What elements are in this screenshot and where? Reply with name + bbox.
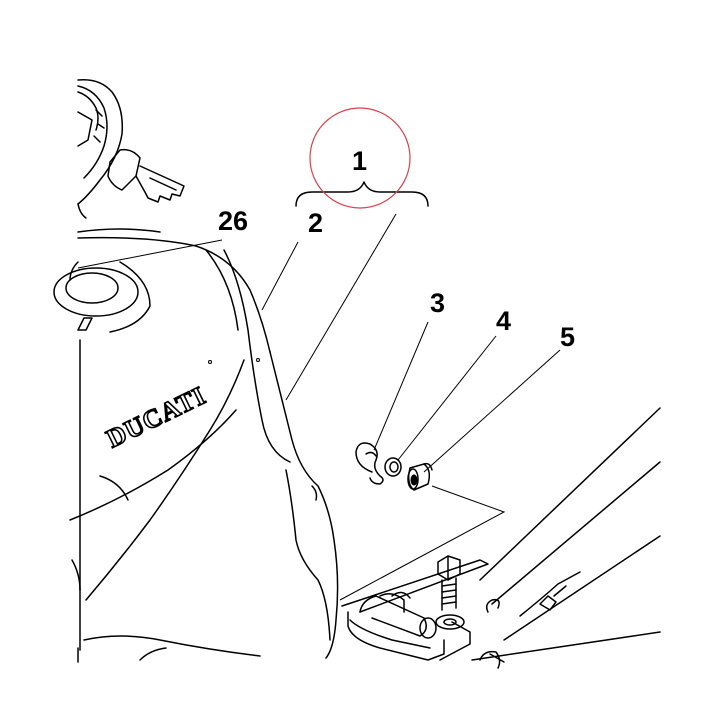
callout-3: 3 [430, 288, 445, 318]
washer-part-4 [384, 457, 402, 477]
tank-brand-text: DUCATI [102, 381, 211, 454]
highlight-circle [309, 107, 411, 209]
spring-clip-part-3 [355, 442, 384, 485]
ignition-key-icon [107, 148, 185, 203]
callout-26: 26 [218, 206, 248, 236]
assembly-guide-line [339, 485, 506, 601]
callout-4: 4 [496, 306, 511, 336]
bushing-part-5 [407, 462, 433, 491]
frame-bracket [341, 407, 661, 669]
fuel-tank [53, 236, 339, 663]
group-brace [295, 181, 429, 207]
fuel-cap-assembly [77, 79, 161, 233]
leader-lines [77, 213, 561, 473]
callout-1: 1 [352, 146, 367, 176]
callout-5: 5 [560, 322, 575, 352]
mounting-bolt [435, 555, 465, 630]
callout-2: 2 [308, 208, 323, 238]
